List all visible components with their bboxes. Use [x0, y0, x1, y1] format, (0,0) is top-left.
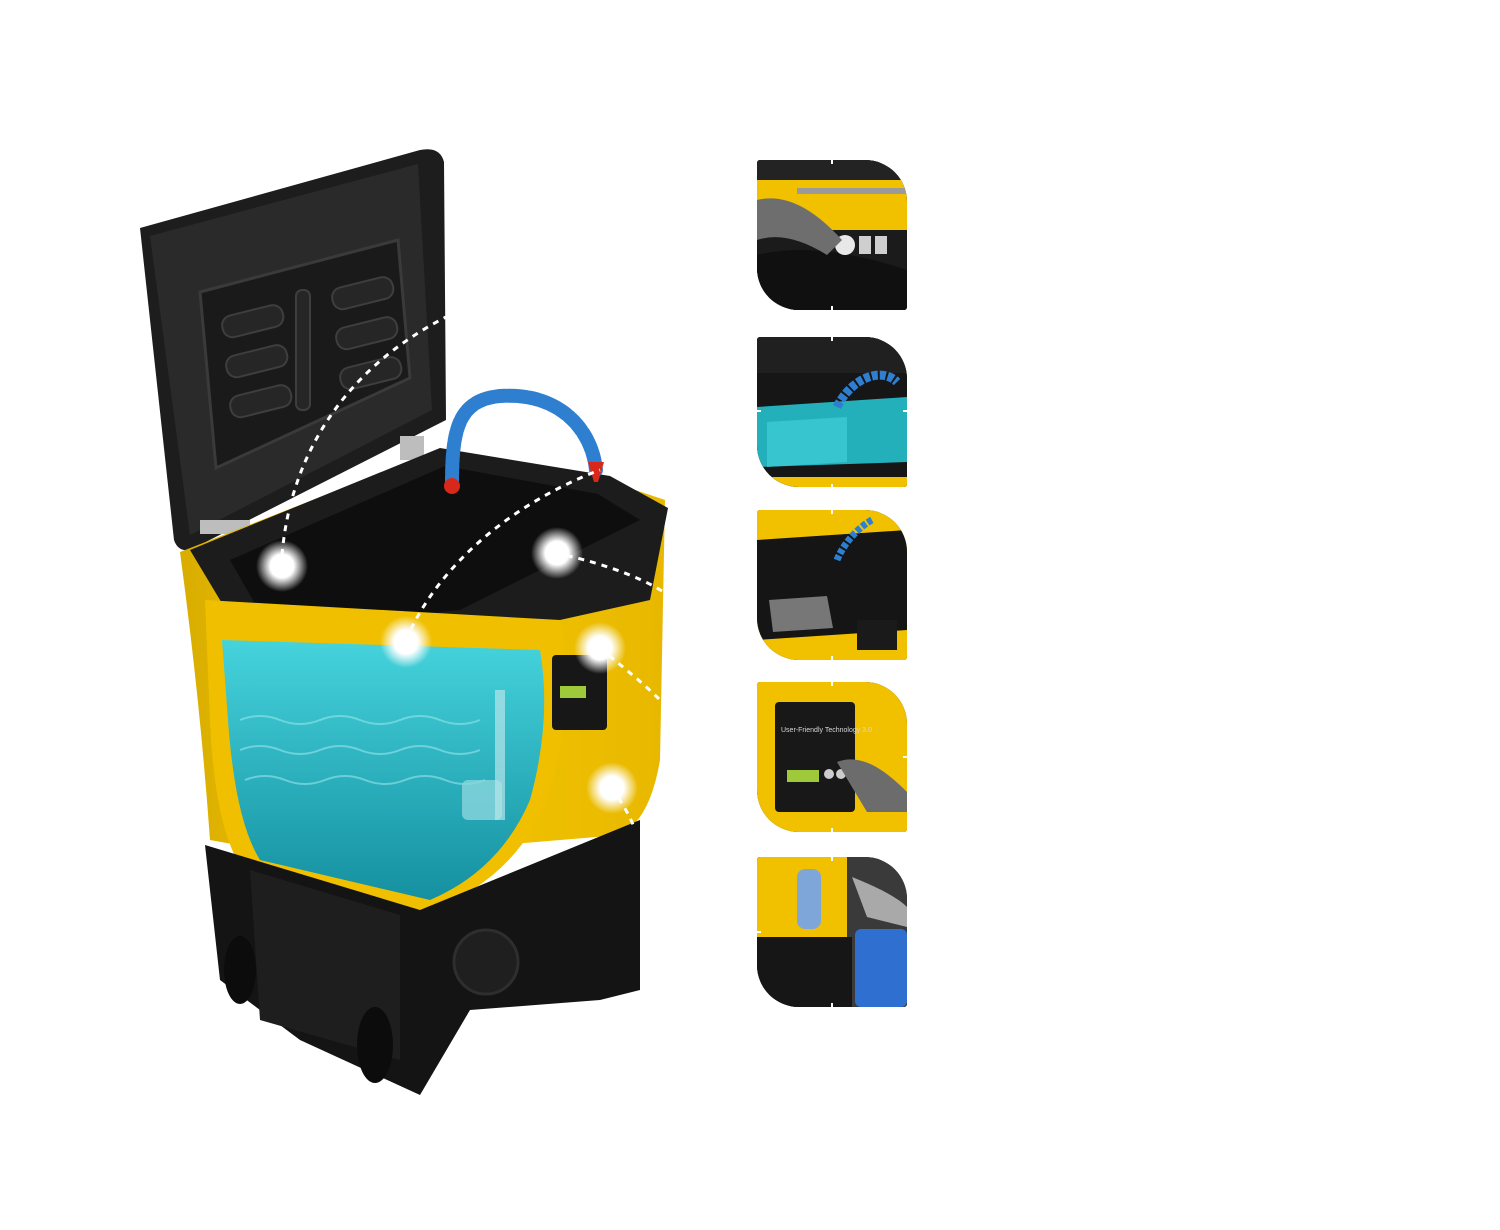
control-panel-label: User-Friendly Technology 3.0	[781, 727, 872, 734]
filter-and-canister-detail-icon	[757, 857, 907, 1007]
hotspot-glow-icon[interactable]	[586, 762, 638, 814]
work-tray-detail-icon	[757, 510, 907, 660]
thumbnail-4[interactable]: User-Friendly Technology 3.0	[757, 682, 907, 832]
hotspot-glow-icon[interactable]	[256, 540, 308, 592]
thumbnail-2[interactable]	[757, 337, 907, 487]
thumbnail-1[interactable]	[757, 160, 907, 310]
thumbnail-5[interactable]	[757, 857, 907, 1007]
hotspot-glow-icon[interactable]	[574, 622, 626, 674]
flexible-nozzle-detail-icon	[757, 337, 907, 487]
hotspot-glow-icon[interactable]	[380, 616, 432, 668]
thumbnail-3[interactable]	[757, 510, 907, 660]
control-panel-detail-icon: User-Friendly Technology 3.0	[757, 682, 907, 832]
hotspot-glow-icon[interactable]	[531, 527, 583, 579]
lid-lock-detail-icon	[757, 160, 907, 310]
